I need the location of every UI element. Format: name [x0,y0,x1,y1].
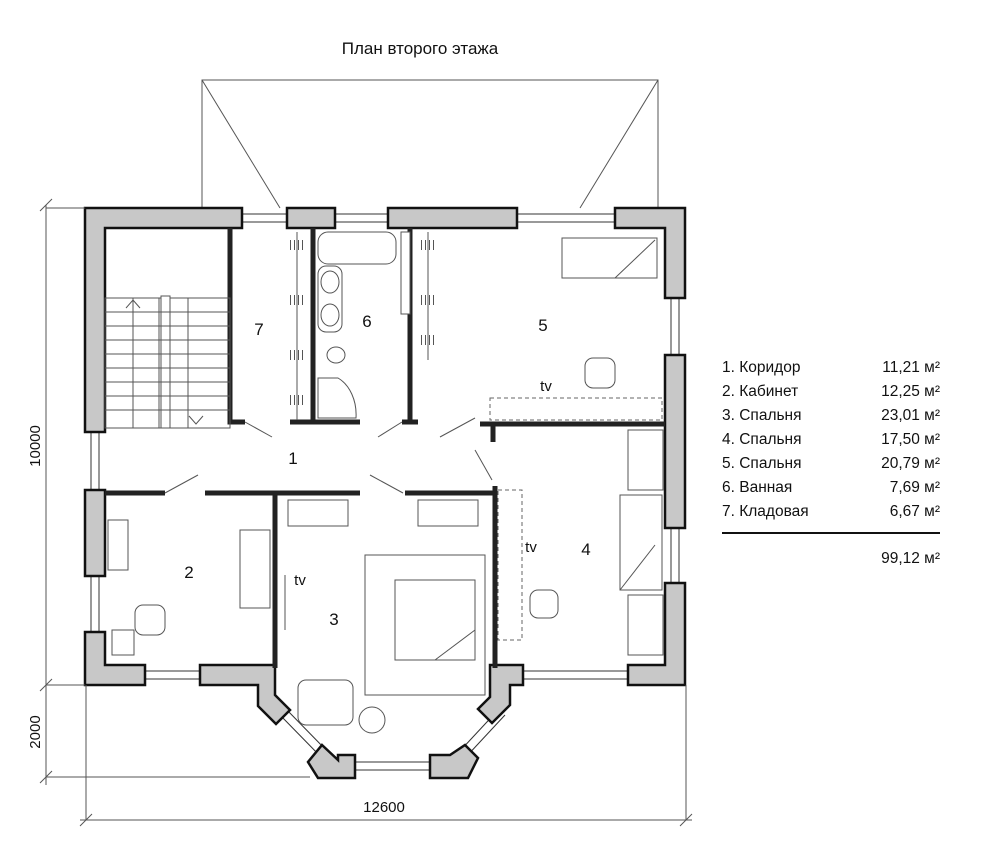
dimension-height-bay: 2000 [27,715,44,748]
legend-area: 12,25 м² [881,383,940,400]
legend-name: 4. Спальня [722,431,802,448]
bathroom-fixtures [317,231,411,419]
legend-area: 6,67 м² [890,503,940,520]
legend-total: 99,12 м² [881,550,940,567]
legend-area: 11,21 м² [882,359,940,376]
legend-name: 5. Спальня [722,455,802,472]
room-label-3: 3 [329,610,338,629]
plan-title: План второго этажа [342,39,499,58]
room-label-5: 5 [538,316,547,335]
room-label-4: 4 [581,540,590,559]
tv-label-room4: tv [525,539,537,556]
tv-label-room3: tv [294,572,306,589]
tv-label-room5: tv [540,378,552,395]
furniture [107,237,663,734]
roof-outline [201,79,659,209]
staircase [104,295,231,429]
legend-name: 2. Кабинет [722,383,798,400]
dimension-lines [39,198,693,827]
area-legend: 1. Коридор 11,21 м² 2. Кабинет 12,25 м² … [722,359,940,567]
legend-area: 17,50 м² [881,431,940,448]
room-label-6: 6 [362,312,371,331]
legend-area: 23,01 м² [881,407,940,424]
legend-name: 1. Коридор [722,359,800,376]
legend-area: 7,69 м² [890,479,940,496]
room-label-7: 7 [254,320,263,339]
interior-walls [105,228,665,668]
dimension-width: 12600 [363,799,405,816]
legend-name: 3. Спальня [722,407,802,424]
room-label-2: 2 [184,563,193,582]
legend-name: 7. Кладовая [722,503,809,520]
wardrobes [287,232,664,656]
door-swings [164,417,493,494]
dimension-height-main: 10000 [27,425,44,467]
legend-area: 20,79 м² [881,455,940,472]
room-label-1: 1 [288,449,297,468]
legend-name: 6. Ванная [722,479,792,496]
exterior-walls [83,206,687,780]
